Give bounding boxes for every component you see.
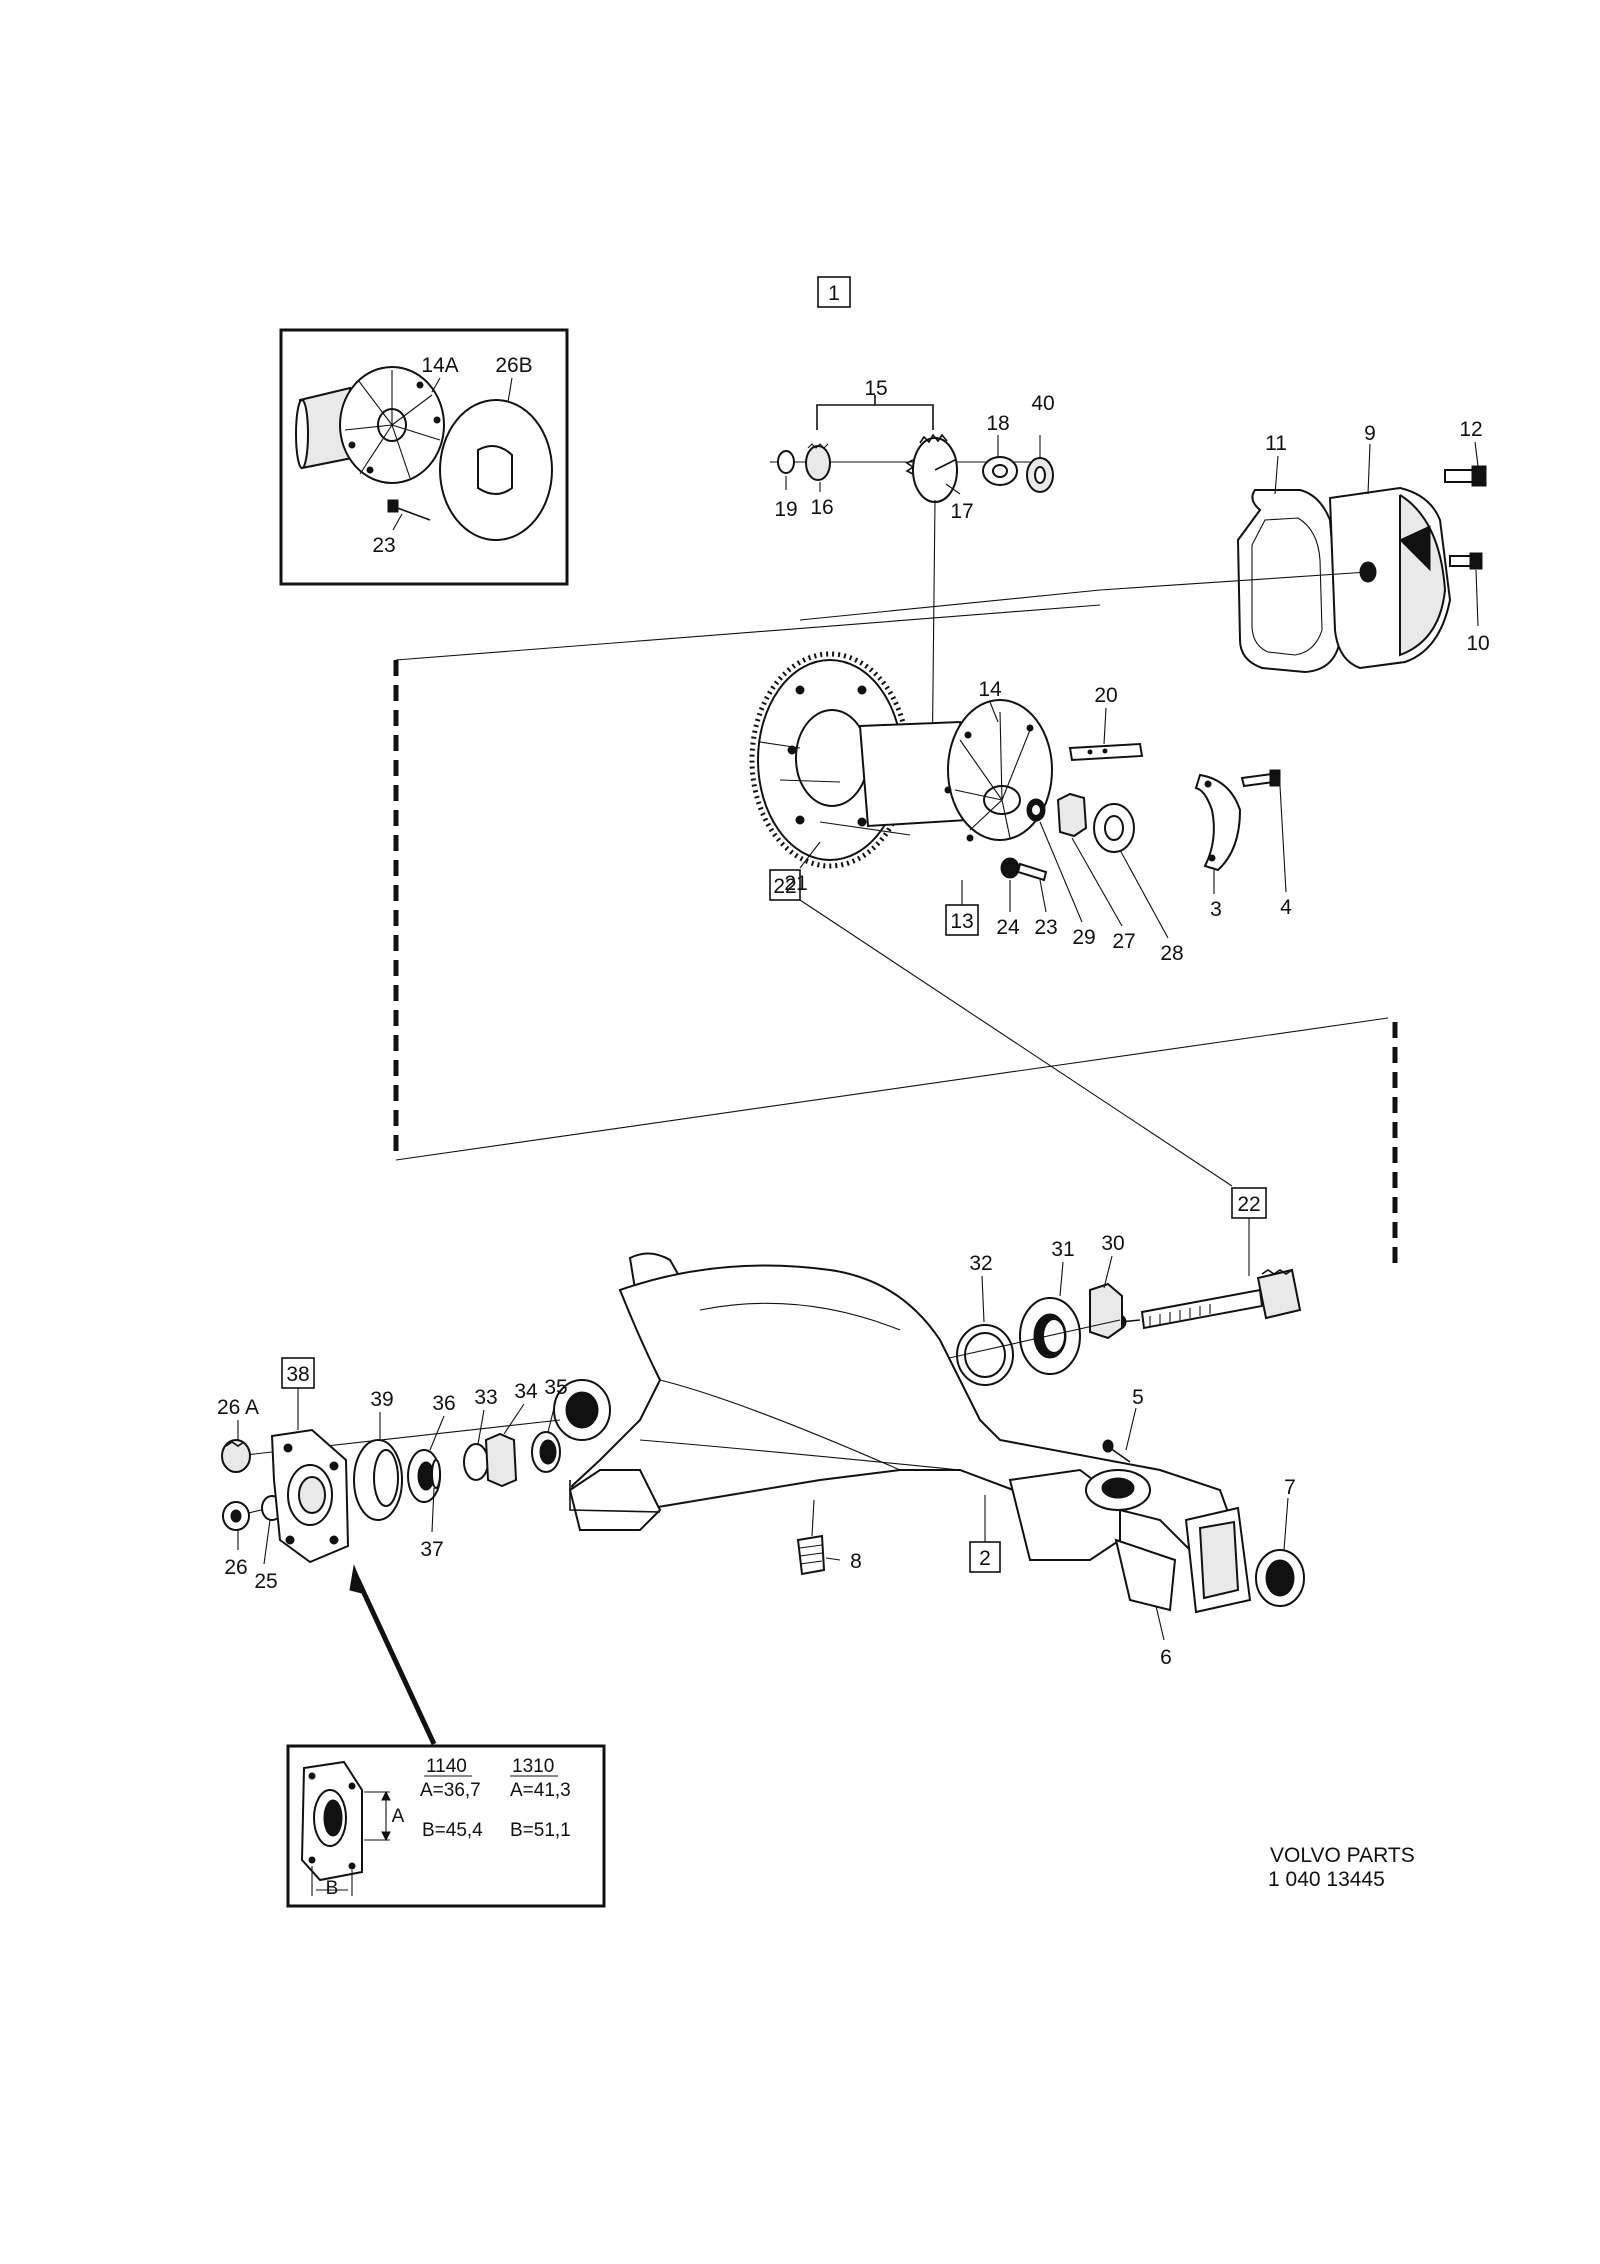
boxed-ref-22-lower: 22 (1231, 1187, 1267, 1276)
callout-4: 4 (1280, 896, 1292, 919)
dim-b-label: B (326, 1878, 339, 1899)
callout-6: 6 (1160, 1646, 1172, 1669)
boxed-ref-2: 2 (969, 1495, 1001, 1573)
callout-39: 39 (370, 1388, 393, 1411)
callout-28: 28 (1160, 942, 1183, 965)
inset-label-14a: 14A (421, 354, 458, 377)
boxed-ref-38-label: 38 (286, 1363, 309, 1386)
col-1140-b: B=45,4 (422, 1820, 483, 1841)
callout-11: 11 (1265, 432, 1287, 455)
col-1310-a: A=41,3 (510, 1780, 571, 1801)
pinion-shaft-group: 32 31 30 (939, 1232, 1302, 1386)
callout-7: 7 (1284, 1476, 1296, 1499)
callout-19: 19 (774, 498, 797, 521)
callout-9: 9 (1364, 422, 1376, 445)
callout-18: 18 (986, 412, 1009, 435)
differential-carrier-group: 14 20 21 24 23 29 27 28 3 4 (749, 651, 1292, 965)
boxed-ref-22-lower-label: 22 (1237, 1193, 1260, 1216)
group-frame-dashed (393, 604, 1398, 1265)
pinion-gear-group: 15 18 40 19 16 17 (770, 377, 1055, 781)
callout-3: 3 (1210, 898, 1222, 921)
boxed-ref-13-label: 13 (950, 910, 973, 933)
callout-25: 25 (254, 1570, 277, 1593)
callout-35: 35 (544, 1376, 567, 1399)
boxed-ref-22-upper: 22 (769, 869, 1233, 1187)
footer: VOLVO PARTS 1 040 13445 (1268, 1844, 1415, 1891)
boxed-ref-22-upper-label: 22 (773, 875, 796, 898)
callout-33: 33 (474, 1386, 497, 1409)
callout-27: 27 (1112, 930, 1135, 953)
col-1140-a: A=36,7 (420, 1780, 481, 1801)
callout-16: 16 (810, 496, 833, 519)
inset-label-23: 23 (372, 534, 395, 557)
callout-5: 5 (1132, 1386, 1144, 1409)
rear-cover-group: 11 9 12 10 (799, 418, 1490, 674)
inset-label-26b: 26B (495, 354, 532, 377)
col-1310-head: 1310 (512, 1756, 554, 1777)
side-flange-group: 26 A 39 36 33 34 35 26 25 37 (217, 1376, 568, 1593)
callout-20: 20 (1094, 684, 1117, 707)
callout-10: 10 (1466, 632, 1489, 655)
boxed-ref-2-label: 2 (979, 1547, 991, 1570)
axle-housing: 5 7 8 6 (553, 1252, 1305, 1669)
callout-14: 14 (978, 678, 1002, 701)
callout-37: 37 (420, 1538, 443, 1561)
callout-26: 26 (224, 1556, 247, 1579)
col-1140-head: 1140 (426, 1756, 467, 1777)
callout-15: 15 (864, 377, 887, 400)
inset-bottom: A B 1140 A=36,7 B=45,4 1310 A=41,3 B=51,… (286, 1744, 606, 1908)
dim-a-label: A (392, 1806, 405, 1827)
callout-17: 17 (950, 500, 973, 523)
callout-26a: 26 A (217, 1396, 259, 1419)
boxed-ref-13: 13 (945, 880, 979, 936)
callout-34: 34 (514, 1380, 538, 1403)
footer-code: 1 040 13445 (1268, 1868, 1385, 1891)
inset-top-left: 14A 26B 23 (279, 328, 569, 586)
callout-12: 12 (1459, 418, 1482, 441)
boxed-ref-38: 38 (281, 1357, 315, 1430)
callout-23: 23 (1034, 916, 1057, 939)
callout-36: 36 (432, 1392, 455, 1415)
detail-arrow (349, 1564, 437, 1746)
callout-8: 8 (850, 1550, 862, 1573)
callout-31: 31 (1051, 1238, 1074, 1261)
callout-29: 29 (1072, 926, 1095, 949)
callout-30: 30 (1101, 1232, 1124, 1255)
callout-21: 21 (784, 872, 807, 895)
callout-32: 32 (969, 1252, 992, 1275)
col-1310-b: B=51,1 (510, 1820, 571, 1841)
assembly-ref-box: 1 (817, 276, 851, 308)
footer-brand: VOLVO PARTS (1270, 1844, 1415, 1867)
callout-40: 40 (1031, 392, 1054, 415)
assembly-ref-label: 1 (828, 282, 840, 305)
callout-24: 24 (996, 916, 1020, 939)
